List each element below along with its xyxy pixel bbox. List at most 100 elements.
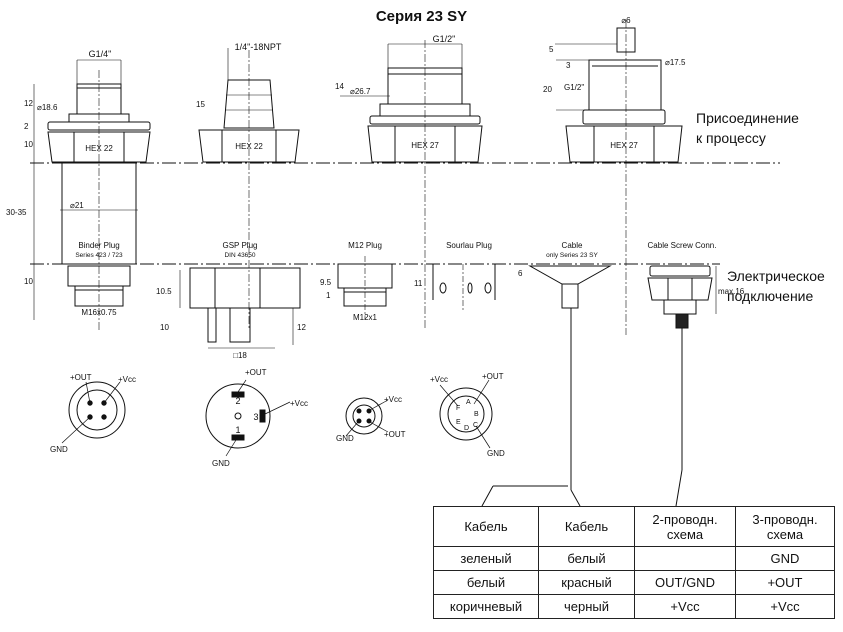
- dim-3: 3: [566, 61, 571, 70]
- souriau-pin-c: C: [473, 422, 478, 429]
- dim-18-square: □18: [233, 351, 247, 360]
- binder-pin-diagram: [61, 381, 126, 444]
- cable-sub-label: only Series 23 SY: [546, 252, 598, 259]
- dim-30-35: 30-35: [6, 208, 27, 217]
- souriau-plug-label: Sourlau Plug: [446, 241, 492, 250]
- gsp-plug-sub: DIN 43650: [224, 252, 255, 259]
- process-label-line2: к процессу: [696, 130, 766, 146]
- dia-21-label: ⌀21: [70, 201, 84, 210]
- dim-10-5: 10.5: [156, 287, 172, 296]
- gsp-gnd-label: GND: [212, 459, 230, 468]
- dim-10c: 10: [160, 323, 169, 332]
- dim-9-5: 9.5: [320, 278, 332, 287]
- m12-out-label: +OUT: [384, 430, 406, 439]
- dim-6: 6: [518, 269, 523, 278]
- m12-pin-diagram: [345, 397, 389, 437]
- dim-5: 5: [549, 45, 554, 54]
- m12-gnd-label: GND: [336, 434, 354, 443]
- table-cell: +Vcc: [634, 594, 736, 619]
- hex-label-1: HEX 22: [85, 144, 113, 153]
- binder-vcc-label: +Vcc: [118, 375, 136, 384]
- electrical-connection-label: Электрическое подключение: [727, 266, 825, 306]
- dia-17-5-label: ⌀17.5: [665, 58, 686, 67]
- dim-max16: max.16: [718, 287, 745, 296]
- table-row: зеленый белый GND: [433, 546, 835, 571]
- souriau-out-label: +OUT: [482, 372, 504, 381]
- cable-label: Cable: [562, 241, 583, 250]
- dim-2: 2: [24, 122, 29, 131]
- thread-g14-label: G1/4": [89, 49, 112, 59]
- souriau-gnd-label: GND: [487, 449, 505, 458]
- souriau-pin-d: D: [464, 425, 469, 432]
- souriau-pin-a: A: [466, 399, 471, 406]
- page-title: Серия 23 SY: [375, 8, 468, 25]
- sensor-g14: [33, 59, 151, 330]
- thread-npt-label: 1/4"-18NPT: [235, 42, 282, 52]
- thread-g12-label: G1/2": [433, 34, 456, 44]
- electrical-label-line1: Электрическое: [727, 268, 825, 284]
- table-cell: красный: [538, 570, 635, 595]
- table-row: белый красный OUT/GND +OUT: [433, 570, 835, 595]
- table-cell: +Vcc: [735, 594, 835, 619]
- table-cell: +OUT: [735, 570, 835, 595]
- gsp-out-label: +OUT: [245, 368, 267, 377]
- dim-12b: 12: [297, 323, 306, 332]
- dim-14: 14: [335, 82, 344, 91]
- souriau-vcc-label: +Vcc: [430, 375, 448, 384]
- dim-1: 1: [326, 291, 331, 300]
- table-cell: белый: [433, 570, 539, 595]
- dim-12: 12: [24, 99, 33, 108]
- dim-10b: 10: [24, 277, 33, 286]
- electrical-label-line2: подключение: [727, 288, 814, 304]
- hex-label-4: HEX 27: [610, 141, 638, 150]
- header-cable-1: Кабель: [433, 506, 539, 547]
- gsp-pin-diagram: [205, 379, 291, 457]
- dia-26-7-label: ⌀26.7: [350, 87, 371, 96]
- hex-label-3: HEX 27: [411, 141, 439, 150]
- gsp-vcc-label: +Vcc: [290, 399, 308, 408]
- thread-g12-side-label: G1/2": [564, 83, 584, 92]
- table-cell: черный: [538, 594, 635, 619]
- sensor-g12-flush: [528, 20, 717, 507]
- gsp-pin-3: 3: [253, 412, 258, 422]
- cable-leader-1: [481, 485, 494, 507]
- header-3-wire: 3-проводн. схема: [735, 506, 835, 547]
- m12-thread-label: M12x1: [353, 313, 378, 322]
- table-cell: OUT/GND: [634, 570, 736, 595]
- header-cable-2: Кабель: [538, 506, 635, 547]
- dia-6-label: ⌀6: [621, 16, 631, 25]
- binder-out-label: +OUT: [70, 373, 92, 382]
- souriau-pin-diagram: [439, 379, 493, 449]
- process-connection-label: Присоединение к процессу: [696, 108, 799, 148]
- binder-gnd-label: GND: [50, 445, 68, 454]
- table-cell: коричневый: [433, 594, 539, 619]
- process-label-line1: Присоединение: [696, 110, 799, 126]
- binder-plug-sub: Series 423 / 723: [75, 252, 123, 259]
- table-cell: [634, 546, 736, 571]
- sensor-npt: [179, 48, 301, 349]
- sensor-g12: [337, 40, 483, 330]
- dim-10: 10: [24, 140, 33, 149]
- souriau-pin-e: E: [456, 419, 461, 426]
- gsp-plug-label: GSP Plug: [223, 241, 258, 250]
- table-cell: GND: [735, 546, 835, 571]
- table-header-row: Кабель Кабель 2-проводн. схема 3-проводн…: [433, 506, 835, 547]
- m12-vcc-label: +Vcc: [384, 395, 402, 404]
- table-cell: зеленый: [433, 546, 539, 571]
- dia-18-6-label: ⌀18.6: [37, 103, 58, 112]
- gsp-pin-1: 1: [235, 425, 240, 435]
- wiring-table: Кабель Кабель 2-проводн. схема 3-проводн…: [433, 506, 835, 619]
- cable-screw-label: Cable Screw Conn.: [648, 241, 717, 250]
- header-2-wire: 2-проводн. схема: [634, 506, 736, 547]
- gsp-pin-2: 2: [235, 396, 240, 406]
- souriau-plug-drawing: [432, 264, 496, 312]
- souriau-pin-b: B: [474, 411, 479, 418]
- m12-plug-label: M12 Plug: [348, 241, 382, 250]
- dim-20: 20: [543, 85, 552, 94]
- dim-15: 15: [196, 100, 205, 109]
- hex-label-2: HEX 22: [235, 142, 263, 151]
- binder-plug-label: Binder Plug: [78, 241, 119, 250]
- table-row: коричневый черный +Vcc +Vcc: [433, 594, 835, 619]
